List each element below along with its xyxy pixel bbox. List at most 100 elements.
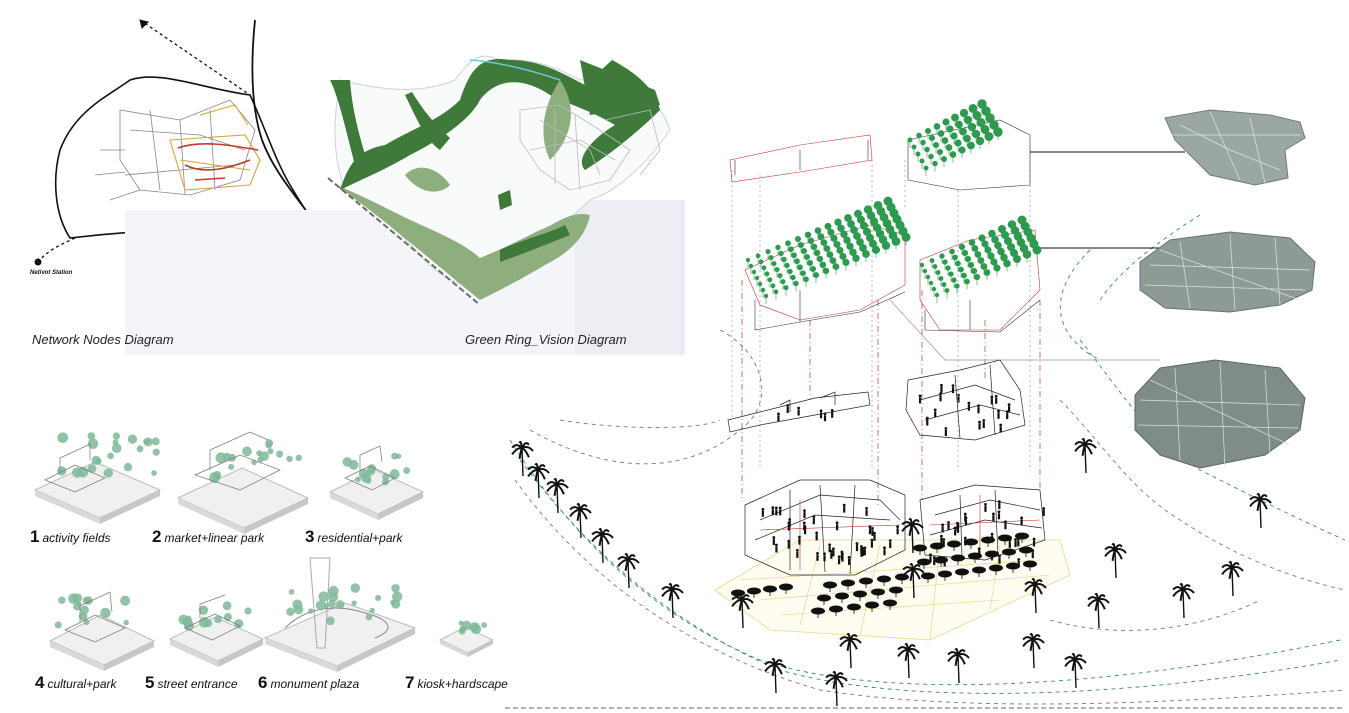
tree-dot: [853, 232, 861, 240]
palm-frond: [511, 444, 523, 449]
tree-dot: [804, 231, 812, 238]
person: [982, 419, 986, 428]
person-head: [956, 521, 959, 525]
tree-dot: [830, 234, 838, 242]
panel-tree: [222, 452, 232, 461]
tree-dot: [834, 218, 842, 226]
tree-dot: [868, 239, 878, 248]
palm-frond: [671, 584, 680, 591]
umbrella: [865, 601, 879, 612]
person-head: [870, 538, 874, 542]
palm-frond: [911, 519, 920, 526]
panel-tree: [87, 438, 99, 449]
tree-dot: [951, 113, 959, 122]
person-head: [883, 546, 886, 550]
person-body: [1014, 541, 1017, 548]
tree-dot: [990, 258, 998, 266]
panel-tree: [123, 619, 129, 626]
tree-dot: [928, 134, 936, 142]
tree-dot: [850, 226, 858, 234]
palm-frond: [1249, 496, 1261, 501]
person-body: [947, 523, 950, 530]
palm-trees: [511, 437, 1272, 707]
tree-dot: [836, 246, 844, 254]
tree-dot: [781, 256, 787, 263]
person: [797, 406, 801, 416]
tree-dot: [1000, 230, 1010, 240]
umbrella: [895, 573, 909, 584]
person-body: [1031, 552, 1034, 559]
person-body: [873, 534, 876, 541]
roof-tree-grid: [745, 99, 1042, 304]
panel-tree: [214, 615, 222, 624]
tree-dot: [832, 263, 840, 270]
person-head: [929, 553, 932, 557]
palm-frond: [569, 506, 581, 511]
person-body: [779, 509, 782, 516]
tree-dot: [846, 242, 854, 250]
palm-frond: [897, 646, 909, 651]
person-body: [1008, 541, 1011, 548]
person-body: [832, 550, 835, 557]
tree-dot: [785, 240, 791, 247]
palm-tree: [731, 592, 754, 629]
palm-frond: [835, 677, 844, 688]
person-body: [863, 549, 866, 556]
tree-dot: [949, 151, 957, 158]
palm-frond: [912, 564, 921, 571]
person-body: [992, 515, 995, 522]
person-body: [941, 526, 944, 533]
panel-tree: [152, 448, 160, 456]
palm-frond: [1087, 596, 1099, 601]
person: [992, 512, 995, 522]
person-body: [1042, 510, 1045, 517]
person-body: [823, 415, 827, 422]
palm-frond: [774, 659, 783, 666]
tree-dot: [790, 274, 796, 281]
person-body: [1004, 523, 1007, 530]
palm-frond: [1221, 564, 1233, 569]
palm-frond: [601, 529, 610, 536]
palm-frond: [901, 521, 913, 526]
tree-dot: [945, 144, 953, 151]
person-body: [990, 398, 993, 405]
tree-dot: [755, 253, 761, 259]
tree-dot: [954, 283, 960, 289]
palm-tree: [1074, 437, 1097, 474]
person-head: [947, 521, 950, 524]
tree-dot: [787, 268, 793, 275]
tree-dot: [919, 158, 925, 164]
tree-dot: [929, 258, 935, 263]
tree-dot: [810, 243, 818, 250]
person-body: [1020, 519, 1023, 526]
person: [778, 506, 782, 516]
tree-dot: [916, 132, 922, 139]
person-body: [803, 512, 806, 519]
palm-tree: [764, 657, 787, 694]
person-head: [860, 545, 863, 548]
umbrella: [921, 572, 935, 583]
person-body: [840, 553, 843, 560]
panel-number: 4: [35, 673, 45, 692]
person: [815, 531, 819, 541]
tree-dot: [980, 263, 988, 270]
tree-dot: [924, 146, 930, 153]
umbrella: [998, 534, 1012, 545]
person-head: [797, 406, 801, 410]
person-body: [964, 515, 967, 522]
person-head: [933, 408, 937, 412]
tree-dot: [991, 235, 999, 244]
tree-dot: [976, 118, 986, 127]
person-head: [997, 409, 1000, 413]
panel-tree: [244, 607, 252, 615]
panel-tree: [288, 588, 295, 595]
panel-text: monument plaza: [270, 677, 360, 691]
panel-number: 3: [305, 527, 315, 546]
panel-tree: [265, 442, 272, 449]
palm-frond: [835, 672, 844, 679]
person-head: [888, 539, 892, 543]
person: [956, 521, 959, 531]
palm-frond: [1032, 639, 1041, 650]
tree-dot: [794, 235, 802, 243]
panel-tree: [58, 596, 66, 604]
